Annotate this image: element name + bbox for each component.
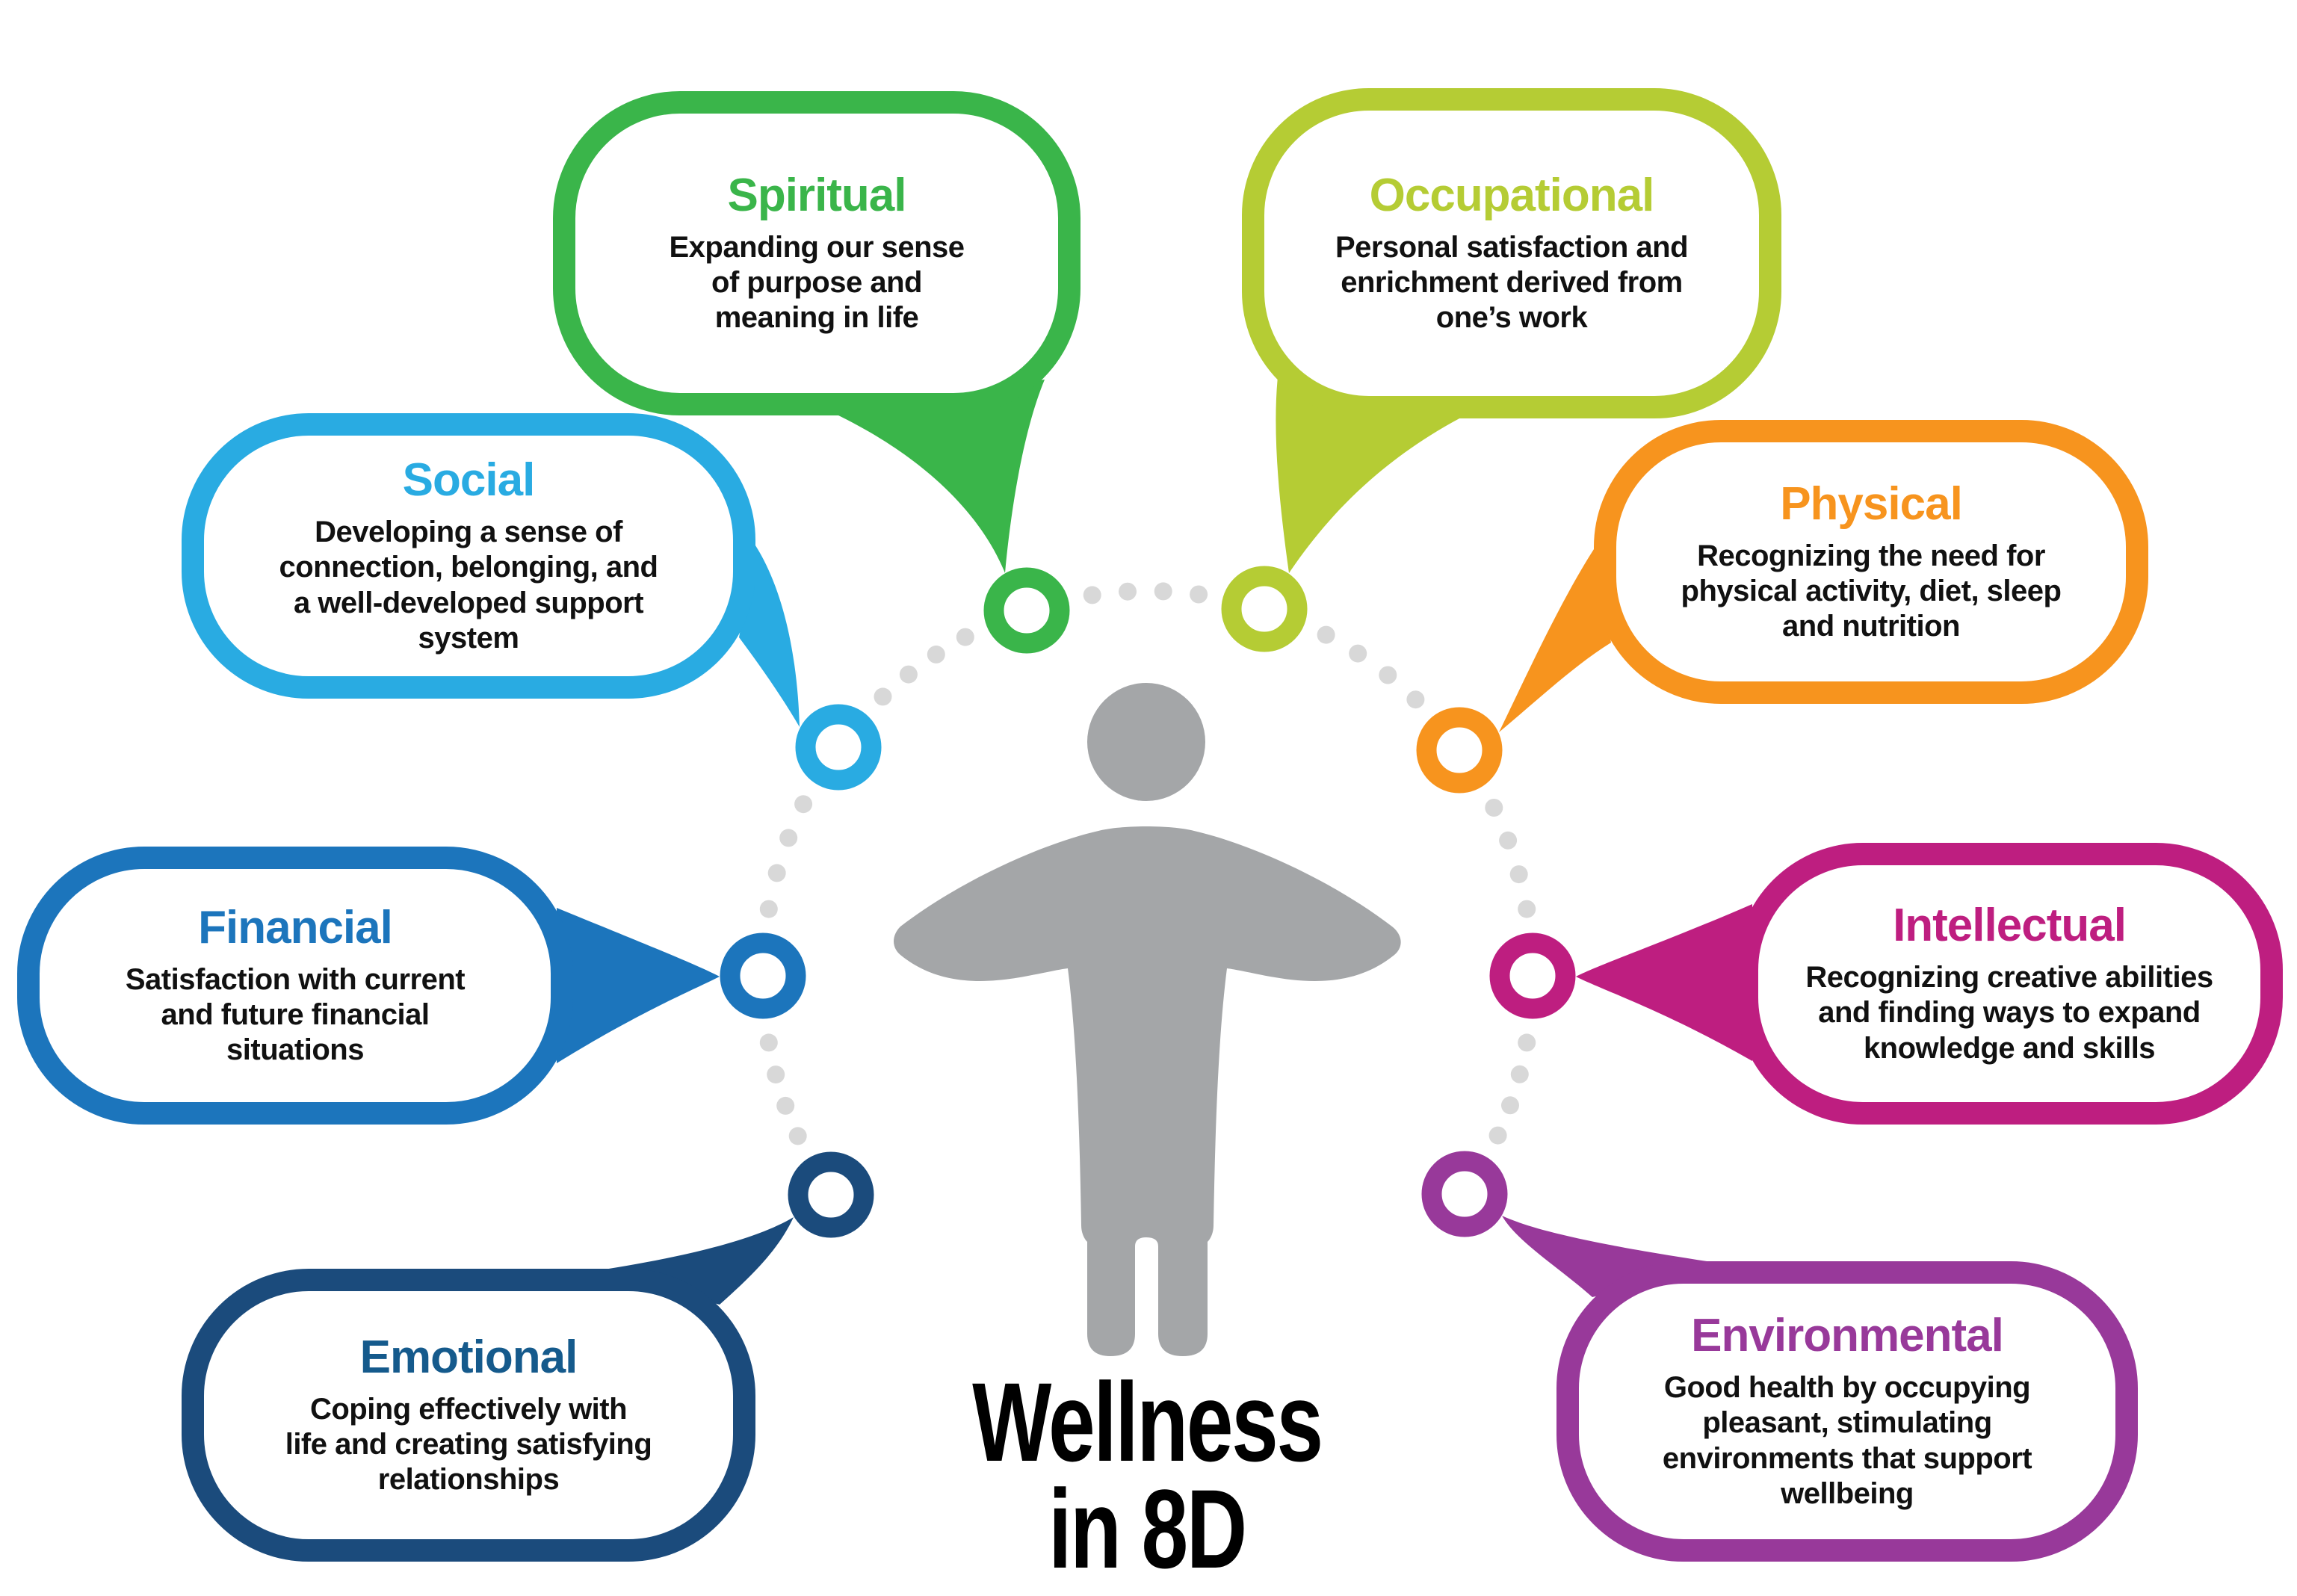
dot [1501,1096,1519,1115]
intellectual-tail [1576,904,1752,1061]
occupational-ring [1221,566,1308,652]
dot [788,1127,807,1145]
dot [759,1033,778,1052]
bubble-intellectual: Intellectual Recognizing creative abilit… [1736,843,2283,1125]
dot [1317,625,1335,644]
intellectual-ring [1489,932,1576,1019]
dot [1488,1126,1507,1145]
social-tail [739,545,800,727]
person-head [1087,683,1205,801]
physical-ring [1416,707,1503,794]
dot [874,687,892,706]
dot [1190,585,1208,604]
occupational-tail [1276,377,1483,573]
dot [899,665,918,684]
physical-tail [1499,549,1611,732]
dot [1518,900,1536,918]
dot [759,900,778,918]
dot [1154,582,1172,601]
bubble-desc-emotional: Coping effectively with life and creatin… [285,1392,652,1497]
dot [776,1096,795,1115]
dot [1499,831,1518,850]
dot [956,628,974,646]
dot [767,1065,785,1084]
bubble-desc-intellectual: Recognizing creative abilities and findi… [1805,961,2213,1065]
emotional-ring [788,1151,874,1238]
bubble-title-social: Social [402,454,536,507]
financial-ring [720,932,806,1019]
dot [1518,1033,1536,1052]
bubble-title-emotional: Emotional [359,1331,578,1383]
dot [1510,1065,1529,1083]
bubble-social: Social Developing a sense of connection,… [182,413,755,699]
dot [767,864,786,882]
dot [1509,865,1528,884]
bubble-title-financial: Financial [198,901,393,953]
dot [1119,582,1137,601]
spiritual-tail [826,380,1045,573]
bubble-spiritual: Spiritual Expanding our sense of purpose… [553,91,1081,415]
bubble-physical: Physical Recognizing the need for physic… [1594,420,2148,704]
dot [1083,586,1101,604]
person-body [894,826,1401,1356]
bubble-desc-social: Developing a sense of connection, belong… [279,516,658,655]
bubble-financial: Financial Satisfaction with current and … [17,847,573,1125]
bubble-emotional: Emotional Coping effectively with life a… [182,1269,755,1562]
bubble-desc-financial: Satisfaction with current and future fin… [125,962,466,1067]
bubble-title-physical: Physical [1780,477,1963,530]
bubble-title-environmental: Environmental [1691,1310,2004,1362]
bubble-title-intellectual: Intellectual [1893,900,2127,952]
dot [1349,644,1367,663]
bubble-desc-environmental: Good health by occupying pleasant, stimu… [1662,1371,2032,1510]
dot [794,795,813,814]
spiritual-ring [983,567,1070,654]
dot [1379,666,1397,684]
social-ring [795,704,882,791]
dot [779,829,798,847]
dot [1406,690,1425,709]
bubble-title-occupational: Occupational [1369,169,1655,221]
environmental-ring [1421,1151,1508,1237]
bubble-desc-spiritual: Expanding our sense of purpose and meani… [669,230,965,335]
bubble-desc-physical: Recognizing the need for physical activi… [1681,539,2062,643]
bubble-environmental: Environmental Good health by occupying p… [1556,1261,2138,1562]
bubble-desc-occupational: Personal satisfaction and enrichment der… [1335,230,1689,335]
financial-tail [557,908,720,1063]
dotted-circle [759,582,1536,1145]
person-figure [894,683,1401,1356]
dot [1485,799,1503,817]
bubble-occupational: Occupational Personal satisfaction and e… [1242,88,1781,418]
bubble-title-spiritual: Spiritual [727,169,906,221]
main-title: Wellness in 8D [972,1359,1323,1592]
dot [927,645,945,664]
